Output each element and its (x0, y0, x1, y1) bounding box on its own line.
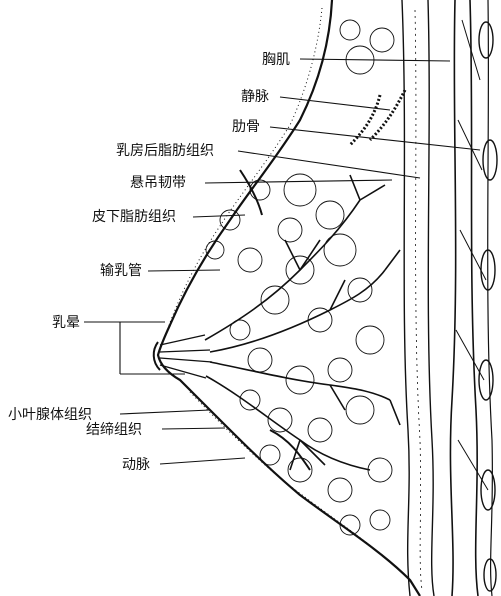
label-suspensory-ligament: 悬吊韧带 (130, 175, 186, 191)
glandular-tissue (206, 20, 394, 535)
label-rib: 肋骨 (232, 119, 260, 135)
leader-lactiferous-duct (148, 270, 220, 271)
label-retromammary-fat: 乳房后脂肪组织 (116, 143, 214, 159)
leader-rib (270, 127, 480, 150)
label-areola: 乳晕 (52, 315, 80, 331)
leader-vein (280, 97, 390, 110)
vessels (240, 90, 405, 470)
label-connective-tissue: 结缔组织 (86, 421, 142, 438)
label-subcutaneous-fat: 皮下脂肪组织 (92, 209, 176, 225)
pectoral-fascia (402, 0, 434, 596)
label-artery: 动脉 (122, 457, 150, 473)
label-pectoralis: 胸肌 (262, 52, 290, 68)
label-lobule-gland: 小叶腺体组织 (8, 407, 92, 423)
duct-network (205, 175, 400, 470)
leader-suspensory-ligament (205, 180, 392, 183)
leader-lobule-gland (120, 410, 210, 414)
leader-retromammary-fat (238, 151, 420, 178)
leader-connective-tissue (162, 428, 225, 429)
leader-areola-bracket (120, 322, 185, 374)
chest-wall (450, 0, 497, 596)
leader-lines (84, 59, 480, 464)
label-vein: 静脉 (241, 89, 269, 105)
leader-artery (160, 458, 245, 464)
label-lactiferous-duct: 输乳管 (100, 263, 142, 279)
leader-subcutaneous-fat (193, 215, 245, 217)
